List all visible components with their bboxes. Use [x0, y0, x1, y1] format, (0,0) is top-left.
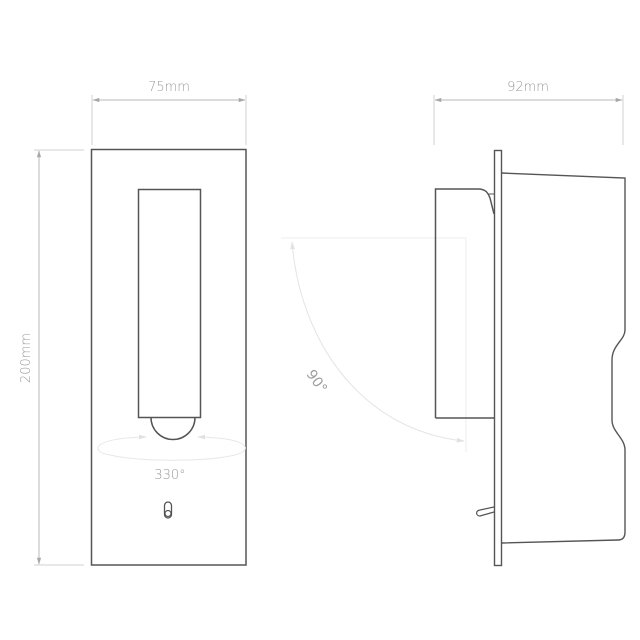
face-plate: [90, 148, 247, 566]
width-dimension: 75mm: [91, 80, 247, 145]
front-view: 75mm 200mm 330°: [19, 80, 247, 566]
rotation-indicator: 330°: [97, 434, 246, 483]
back-box: [501, 172, 626, 544]
side-view: 92mm 90°: [281, 80, 626, 567]
tilt-indicator: 90°: [281, 237, 467, 452]
lamp-head-side: [434, 188, 495, 418]
lamp-head: [137, 188, 202, 419]
switch-lever[interactable]: [476, 506, 495, 517]
switch-icon[interactable]: [163, 501, 173, 519]
depth-dimension: 92mm: [433, 80, 624, 145]
tilt-label: 90°: [303, 367, 330, 397]
height-dimension: 200mm: [19, 149, 84, 566]
depth-label: 92mm: [507, 80, 549, 95]
height-label: 200mm: [19, 333, 34, 383]
rotation-label: 330°: [154, 468, 185, 483]
width-label: 75mm: [148, 80, 190, 95]
face-plate-side: [493, 149, 503, 567]
lamp-lens: [150, 417, 196, 441]
